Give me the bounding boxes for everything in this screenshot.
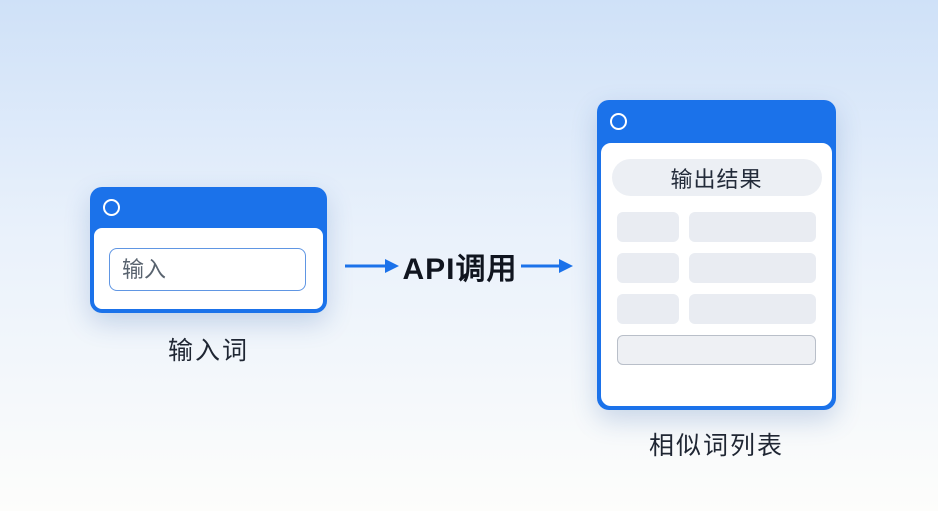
right-arrow-icon <box>345 259 399 273</box>
input-window-body <box>93 227 324 310</box>
input-window-caption: 输入词 <box>167 337 249 365</box>
output-window-body: 输出结果 <box>600 142 833 407</box>
result-placeholder-row <box>617 253 816 283</box>
circle-outline-icon <box>610 112 627 130</box>
input-window <box>90 187 327 313</box>
circle-outline-icon <box>103 198 120 216</box>
result-placeholder-row <box>617 294 816 324</box>
result-placeholder-block-large <box>689 253 816 283</box>
input-window-titlebar <box>90 187 327 227</box>
result-placeholder-block-large <box>689 294 816 324</box>
result-footer-box <box>617 335 816 365</box>
result-placeholder-block-small <box>617 253 679 283</box>
api-flow: API调用 <box>345 240 573 292</box>
output-window-caption: 相似词列表 <box>648 432 784 460</box>
result-placeholder-block-small <box>617 294 679 324</box>
result-placeholder-block-small <box>617 212 679 242</box>
output-window: 输出结果 <box>597 100 836 410</box>
right-arrow-icon <box>520 259 573 273</box>
result-placeholder-row <box>617 212 816 242</box>
output-header-pill: 输出结果 <box>611 159 822 196</box>
word-input-field[interactable] <box>109 248 306 291</box>
result-placeholder-block-large <box>689 212 816 242</box>
output-window-titlebar <box>597 100 836 142</box>
api-call-label: API调用 <box>402 253 518 286</box>
result-rows <box>617 212 816 324</box>
